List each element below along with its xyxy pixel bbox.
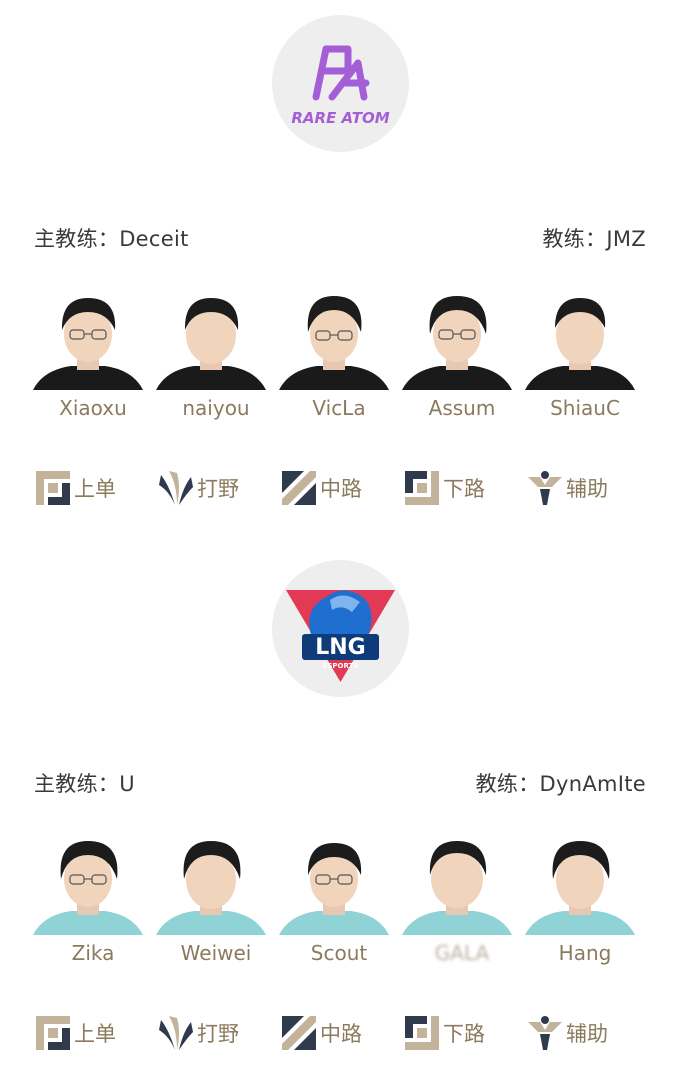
coach: 教练：DynAmIte (475, 772, 646, 796)
mid-lane-icon (282, 1016, 316, 1050)
role-top: 上单 (34, 1013, 116, 1053)
lng-logo-subtext: ESPORTS (323, 662, 359, 670)
role-jungle: 打野 (157, 468, 239, 508)
coach: 教练：JMZ (542, 227, 646, 251)
jungle-icon (159, 471, 193, 505)
player-portrait-hang (525, 835, 635, 935)
rare-atom-logo: RARE ATOM (272, 15, 409, 152)
player-name: ShiauC (550, 396, 620, 420)
player-name: Xiaoxu (59, 396, 127, 420)
player-row (0, 835, 690, 935)
top-lane-icon (36, 471, 70, 505)
role-bot: 下路 (403, 1013, 485, 1053)
player-name: VicLa (312, 396, 366, 420)
bot-lane-icon (405, 1016, 439, 1050)
player-portrait-naiyou (156, 290, 266, 390)
player-name: Assum (428, 396, 496, 420)
player-name: Weiwei (180, 941, 252, 965)
player-name: Scout (310, 941, 368, 965)
mid-lane-icon (282, 471, 316, 505)
player-portrait-scout (279, 835, 389, 935)
role-support: 辅助 (526, 1013, 608, 1053)
player-name-obscured: GALA (434, 941, 490, 965)
player-row (0, 290, 690, 390)
role-row: 上单 打野 中路 下路 辅助 (0, 468, 690, 508)
role-mid: 中路 (280, 1013, 362, 1053)
player-portrait-vicla (279, 290, 389, 390)
role-top: 上单 (34, 468, 116, 508)
head-coach: 主教练：U (34, 772, 135, 796)
lng-logo-text: LNG (315, 635, 366, 660)
player-name: Zika (71, 941, 115, 965)
role-support: 辅助 (526, 468, 608, 508)
jungle-icon (159, 1016, 193, 1050)
role-jungle: 打野 (157, 1013, 239, 1053)
role-mid: 中路 (280, 468, 362, 508)
player-name: naiyou (182, 396, 250, 420)
player-portrait-shiauc (525, 290, 635, 390)
player-portrait-gala (402, 835, 512, 935)
player-portrait-xiaoxu (33, 290, 143, 390)
player-portrait-assum (402, 290, 512, 390)
player-portrait-weiwei (156, 835, 266, 935)
role-row: 上单 打野 中路 下路 辅助 (0, 1013, 690, 1053)
rare-atom-logo-text: RARE ATOM (291, 109, 389, 127)
player-portrait-zika (33, 835, 143, 935)
player-name: Hang (558, 941, 612, 965)
bot-lane-icon (405, 471, 439, 505)
top-lane-icon (36, 1016, 70, 1050)
role-bot: 下路 (403, 468, 485, 508)
support-icon (528, 471, 562, 505)
support-icon (528, 1016, 562, 1050)
lng-logo: LNG ESPORTS (272, 560, 409, 697)
head-coach: 主教练：Deceit (34, 227, 189, 251)
